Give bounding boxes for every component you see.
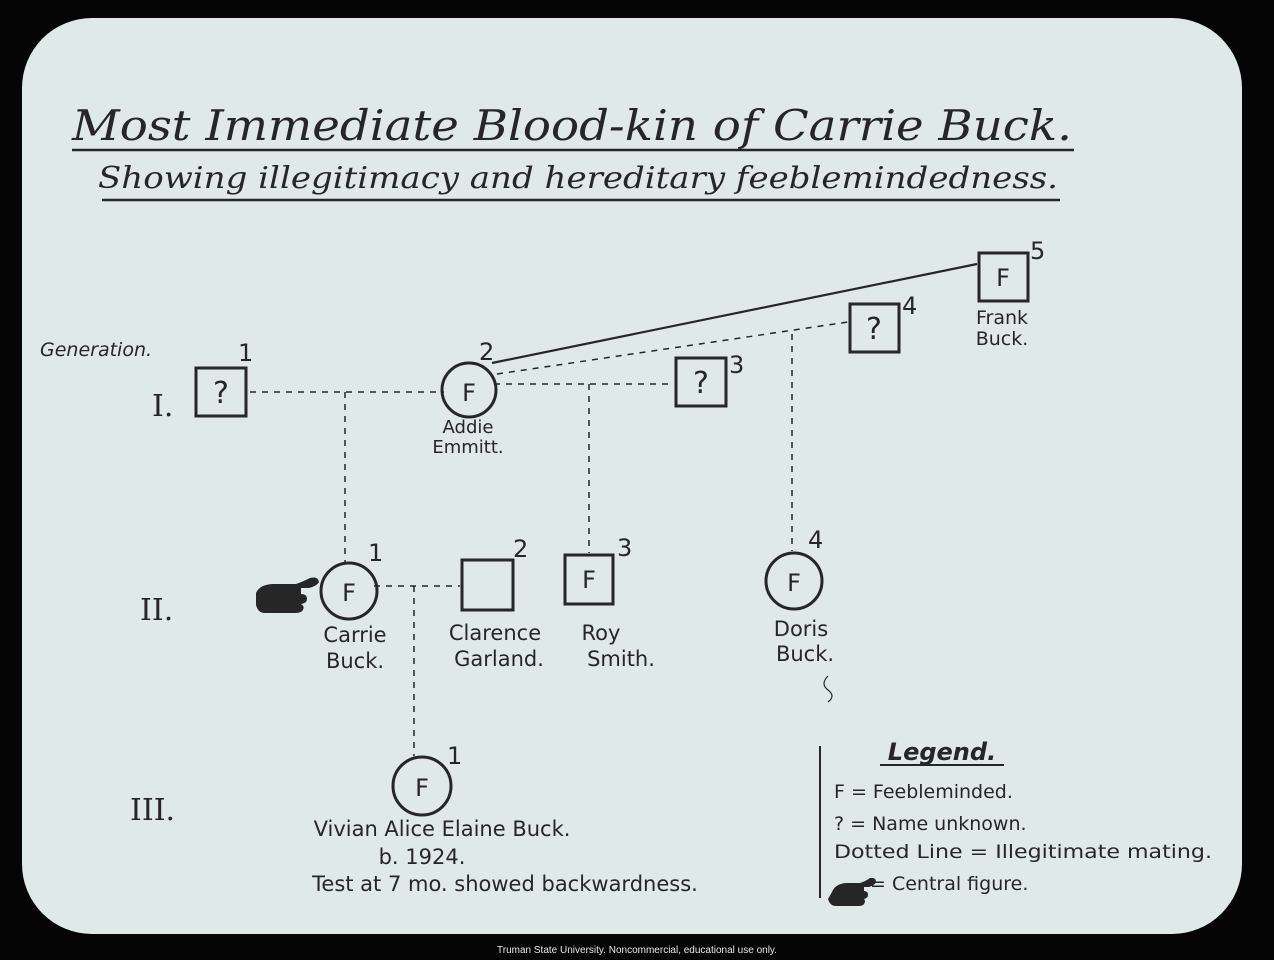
- name-g1-2-line-1: Addie: [443, 417, 494, 438]
- name-g1-2-line-2: Emmitt.: [432, 437, 503, 458]
- name-g2-3-line-2: Smith.: [587, 647, 655, 671]
- person-symbol-g2-3: [563, 553, 615, 606]
- name-g3-1-line-2: b. 1924.: [379, 845, 466, 869]
- person-symbol-g2-4: [764, 551, 824, 611]
- name-g3-1-line-3: Test at 7 mo. showed backwardness.: [311, 872, 698, 896]
- number-g1-3: 3: [729, 351, 744, 379]
- mating-line-g1-2-g1-4: [496, 321, 849, 375]
- person-symbol-g2-1: [319, 561, 379, 621]
- diagram-title: Most Immediate Blood-kin of Carrie Buck.: [71, 101, 1072, 150]
- number-g1-2: 2: [479, 338, 494, 366]
- number-g2-4: 4: [808, 526, 823, 554]
- mating-line-g1-2-g1-5: [491, 262, 978, 365]
- legend-item-name-unknown: ? = Name unknown.: [834, 813, 1027, 835]
- symbol-g1-3: ?: [693, 366, 709, 401]
- name-g1-5-line-1: Frank: [976, 307, 1028, 329]
- legend-pointing-hand-icon: [828, 877, 876, 906]
- number-g1-1: 1: [238, 339, 253, 367]
- diagram-subtitle: Showing illegitimacy and hereditary feeb…: [98, 161, 1058, 196]
- legend-item-central-figure: = Central figure.: [870, 873, 1028, 895]
- person-symbol-g3-1: [391, 755, 453, 817]
- symbol-g2-1: F: [342, 579, 356, 607]
- name-g2-4-line-2: Buck.: [776, 642, 834, 666]
- symbol-g3-1: F: [415, 774, 429, 802]
- number-g1-5: 5: [1030, 237, 1045, 265]
- generation-label-2: II.: [140, 593, 173, 628]
- number-g2-1: 1: [368, 539, 383, 567]
- person-symbol-g1-1: [194, 366, 248, 418]
- name-g3-1-line-1: Vivian Alice Elaine Buck.: [314, 817, 571, 841]
- symbol-g2-3: F: [582, 566, 596, 594]
- credit-line: Truman State University. Noncommercial, …: [497, 945, 777, 956]
- symbol-g1-2: F: [462, 379, 476, 407]
- name-g1-5-line-2: Buck.: [976, 328, 1029, 350]
- person-symbol-g1-2: [440, 361, 498, 419]
- name-g2-2-line-2: Garland.: [454, 647, 544, 671]
- name-g2-1-line-2: Buck.: [326, 649, 384, 673]
- name-g2-2-line-1: Clarence: [449, 621, 541, 645]
- number-g2-3: 3: [617, 534, 632, 562]
- generation-heading: Generation.: [40, 339, 152, 361]
- legend-title: Legend.: [888, 738, 996, 766]
- symbol-g1-1: ?: [213, 376, 229, 411]
- person-symbol-g2-2: [460, 558, 515, 612]
- name-g2-4-line-1: Doris: [774, 617, 828, 641]
- number-g2-2: 2: [513, 535, 528, 563]
- lantern-slide: Most Immediate Blood-kin of Carrie Buck.…: [22, 18, 1242, 934]
- number-g3-1: 1: [447, 742, 462, 770]
- pedigree-diagram: Most Immediate Blood-kin of Carrie Buck.…: [40, 101, 1212, 906]
- name-g2-1-line-1: Carrie: [323, 623, 386, 647]
- number-g1-4: 4: [902, 292, 917, 320]
- person-symbol-g1-5: [977, 251, 1030, 303]
- descent-squiggle: [823, 675, 833, 703]
- generation-label-1: I.: [152, 389, 173, 424]
- generation-label-3: III.: [130, 793, 175, 828]
- name-g2-3-line-1: Roy: [582, 621, 621, 645]
- symbol-g1-4: ?: [866, 312, 882, 347]
- person-symbol-g1-4: [848, 302, 901, 354]
- legend-item-feebleminded: F = Feebleminded.: [834, 781, 1013, 803]
- symbol-g2-4: F: [787, 569, 801, 597]
- person-symbol-g1-3: [674, 356, 728, 408]
- symbol-g1-5: F: [996, 264, 1010, 292]
- legend-item-dotted-line: Dotted Line = Illegitimate mating.: [834, 841, 1212, 863]
- pointing-hand-icon: [256, 577, 319, 613]
